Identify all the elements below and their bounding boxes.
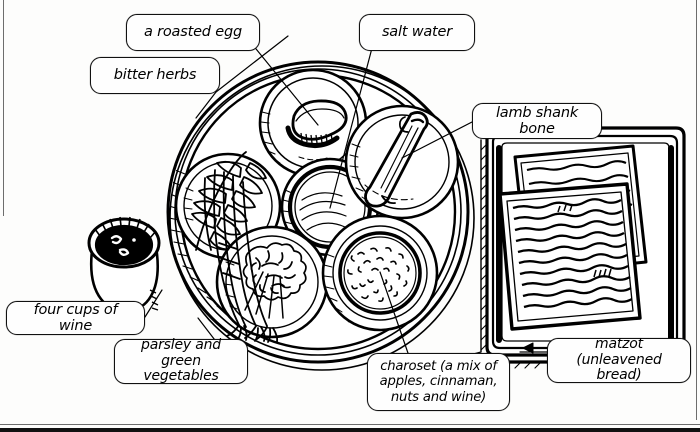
label-lamb-shank-bone[interactable]: lamb shank bone [472,103,602,139]
label-bitter-herbs[interactable]: bitter herbs [90,57,220,94]
roasted-egg-bowl [258,68,368,178]
label-roasted-egg-text: a roasted egg [144,24,242,41]
green-onion-stalks [203,169,279,343]
lamb-shank-bowl [344,104,460,220]
label-four-cups-of-wine[interactable]: four cups of wine [6,301,145,335]
label-parsley-and-greens[interactable]: parsley and green vegetables [114,337,248,385]
label-parsley-and-greens-text: parsley and green vegetables [141,337,221,385]
label-bitter-herbs-text: bitter herbs [113,67,197,84]
page-frame-left-rule [3,0,5,216]
label-matzot[interactable]: matzot (unleavened bread) [547,336,691,384]
page-frame-right-rule [696,0,698,420]
callout-leader-lines [144,35,548,357]
label-charoset[interactable]: charoset (a mix of apples, cinnaman, nut… [367,353,510,411]
page-frame-bottom-bar [0,428,700,432]
wine-cup [87,216,161,313]
label-roasted-egg[interactable]: a roasted egg [126,14,260,51]
label-charoset-text: charoset (a mix of apples, cinnaman, nut… [379,358,498,405]
parsley-greens-bowl [215,225,329,339]
page-frame-bottom-rule [0,424,700,426]
label-four-cups-of-wine-text: four cups of wine [33,301,118,334]
label-salt-water[interactable]: salt water [359,14,475,51]
label-matzot-text: matzot (unleavened bread) [576,336,662,384]
label-salt-water-text: salt water [381,24,453,41]
matzot-stack [498,144,648,331]
label-lamb-shank-bone-text: lamb shank bone [495,104,579,137]
